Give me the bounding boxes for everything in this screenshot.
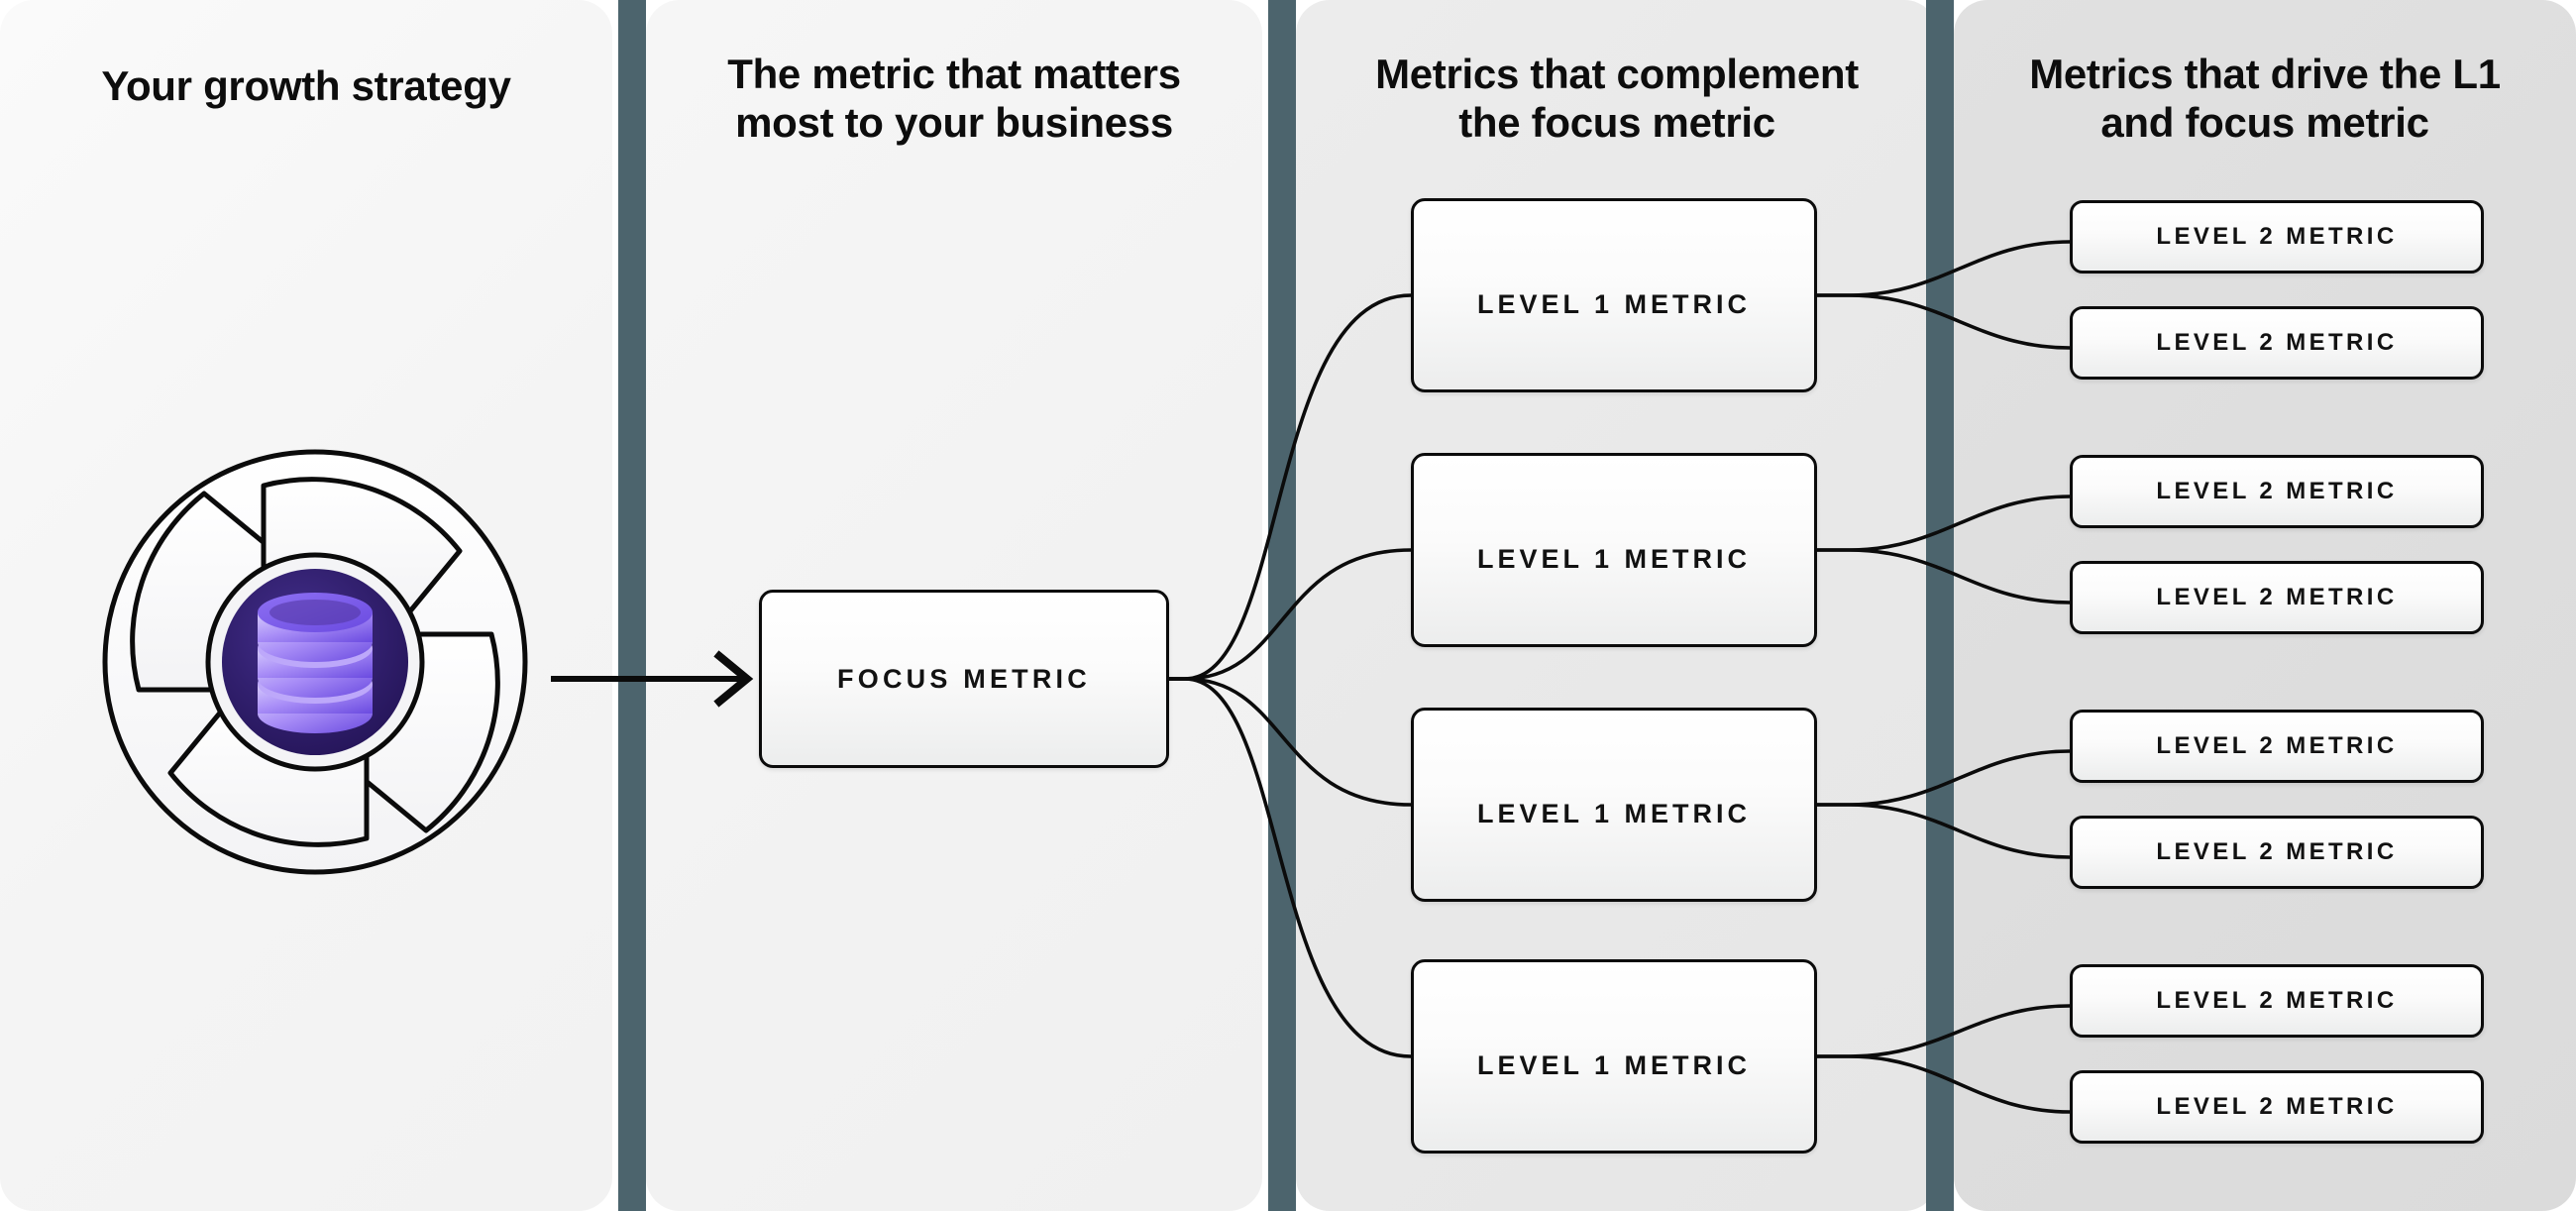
level-1-metric-label: LEVEL 1 METRIC: [1476, 543, 1752, 574]
level-2-metric-label: LEVEL 2 METRIC: [2156, 987, 2398, 1014]
level-2-metric-label: LEVEL 2 METRIC: [2156, 223, 2398, 250]
level-1-metric-box[interactable]: LEVEL 1 METRIC: [1411, 453, 1817, 647]
column-title-line: Metrics that complement: [1375, 51, 1859, 97]
level-1-metric-box[interactable]: LEVEL 1 METRIC: [1411, 959, 1817, 1154]
column-title-focus-metric: The metric that matters most to your bus…: [646, 50, 1262, 147]
focus-metric-label: FOCUS METRIC: [837, 663, 1091, 694]
column-title-line: and focus metric: [2100, 99, 2429, 147]
column-title-driver-metrics: Metrics that drive the L1 and focus metr…: [1954, 50, 2576, 147]
column-title-line: Your growth strategy: [101, 62, 511, 109]
column-title-complement-metrics: Metrics that complement the focus metric: [1296, 50, 1938, 147]
level-2-metric-box[interactable]: LEVEL 2 METRIC: [2070, 561, 2484, 634]
level-1-metric-box[interactable]: LEVEL 1 METRIC: [1411, 198, 1817, 392]
column-title-line: The metric that matters: [727, 51, 1181, 97]
level-1-metric-label: LEVEL 1 METRIC: [1476, 798, 1752, 828]
level-1-metric-label: LEVEL 1 METRIC: [1476, 288, 1752, 319]
level-2-metric-label: LEVEL 2 METRIC: [2156, 329, 2398, 356]
aperture-database-logo: [102, 449, 528, 875]
database-icon: [258, 593, 373, 733]
level-2-metric-label: LEVEL 2 METRIC: [2156, 1093, 2398, 1120]
column-separator-2: [1268, 0, 1296, 1211]
column-title-line: the focus metric: [1458, 99, 1775, 147]
level-2-metric-box[interactable]: LEVEL 2 METRIC: [2070, 1070, 2484, 1144]
column-separator-3: [1926, 0, 1954, 1211]
level-2-metric-box[interactable]: LEVEL 2 METRIC: [2070, 964, 2484, 1038]
level-2-metric-label: LEVEL 2 METRIC: [2156, 478, 2398, 504]
level-1-metric-box[interactable]: LEVEL 1 METRIC: [1411, 708, 1817, 902]
column-title-growth-strategy: Your growth strategy: [0, 61, 612, 110]
column-title-line: most to your business: [735, 99, 1173, 147]
level-2-metric-label: LEVEL 2 METRIC: [2156, 732, 2398, 759]
level-2-metric-box[interactable]: LEVEL 2 METRIC: [2070, 816, 2484, 889]
level-2-metric-label: LEVEL 2 METRIC: [2156, 838, 2398, 865]
level-2-metric-label: LEVEL 2 METRIC: [2156, 584, 2398, 610]
level-2-metric-box[interactable]: LEVEL 2 METRIC: [2070, 710, 2484, 783]
level-2-metric-box[interactable]: LEVEL 2 METRIC: [2070, 306, 2484, 380]
column-title-line: Metrics that drive the L1: [2029, 51, 2501, 97]
focus-metric-box[interactable]: FOCUS METRIC: [759, 590, 1169, 768]
level-2-metric-box[interactable]: LEVEL 2 METRIC: [2070, 455, 2484, 528]
level-2-metric-box[interactable]: LEVEL 2 METRIC: [2070, 200, 2484, 274]
level-1-metric-label: LEVEL 1 METRIC: [1476, 1049, 1752, 1080]
column-separator-1: [618, 0, 646, 1211]
